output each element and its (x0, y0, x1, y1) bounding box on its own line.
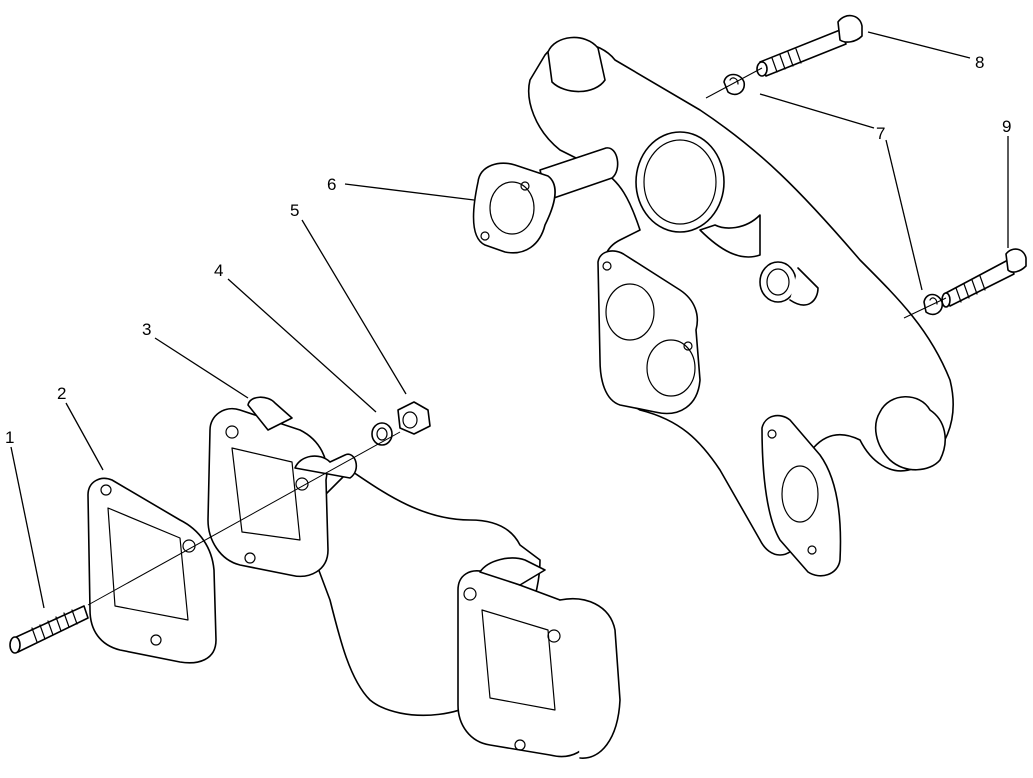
assembly-axis-lines (87, 67, 947, 606)
exhaust-manifold (207, 396, 621, 759)
callout-1: 1 (5, 428, 14, 447)
leader-5 (301, 219, 407, 395)
washer-and-nut (371, 401, 431, 446)
gasket (87, 477, 217, 664)
leader-6 (344, 183, 475, 201)
leader-7b (885, 139, 923, 291)
leader-lines (10, 31, 1009, 609)
callout-3: 3 (142, 320, 151, 339)
callout-labels: 1 2 3 4 5 6 7 8 9 (5, 53, 1011, 447)
leader-2 (65, 402, 104, 471)
upper-manifold (472, 36, 954, 577)
callout-8: 8 (975, 53, 984, 72)
bolt-right (923, 248, 1027, 316)
callout-4: 4 (214, 261, 223, 280)
callout-5: 5 (290, 201, 299, 220)
leader-7a (759, 93, 875, 129)
leader-3 (154, 337, 249, 399)
callout-2: 2 (57, 384, 66, 403)
bolt-upper (723, 14, 863, 96)
leader-4 (227, 278, 377, 413)
callout-6: 6 (327, 175, 336, 194)
callout-7: 7 (876, 124, 885, 143)
leader-8 (867, 31, 971, 59)
stud (9, 605, 89, 654)
leader-1 (10, 446, 45, 609)
callout-9: 9 (1002, 117, 1011, 136)
